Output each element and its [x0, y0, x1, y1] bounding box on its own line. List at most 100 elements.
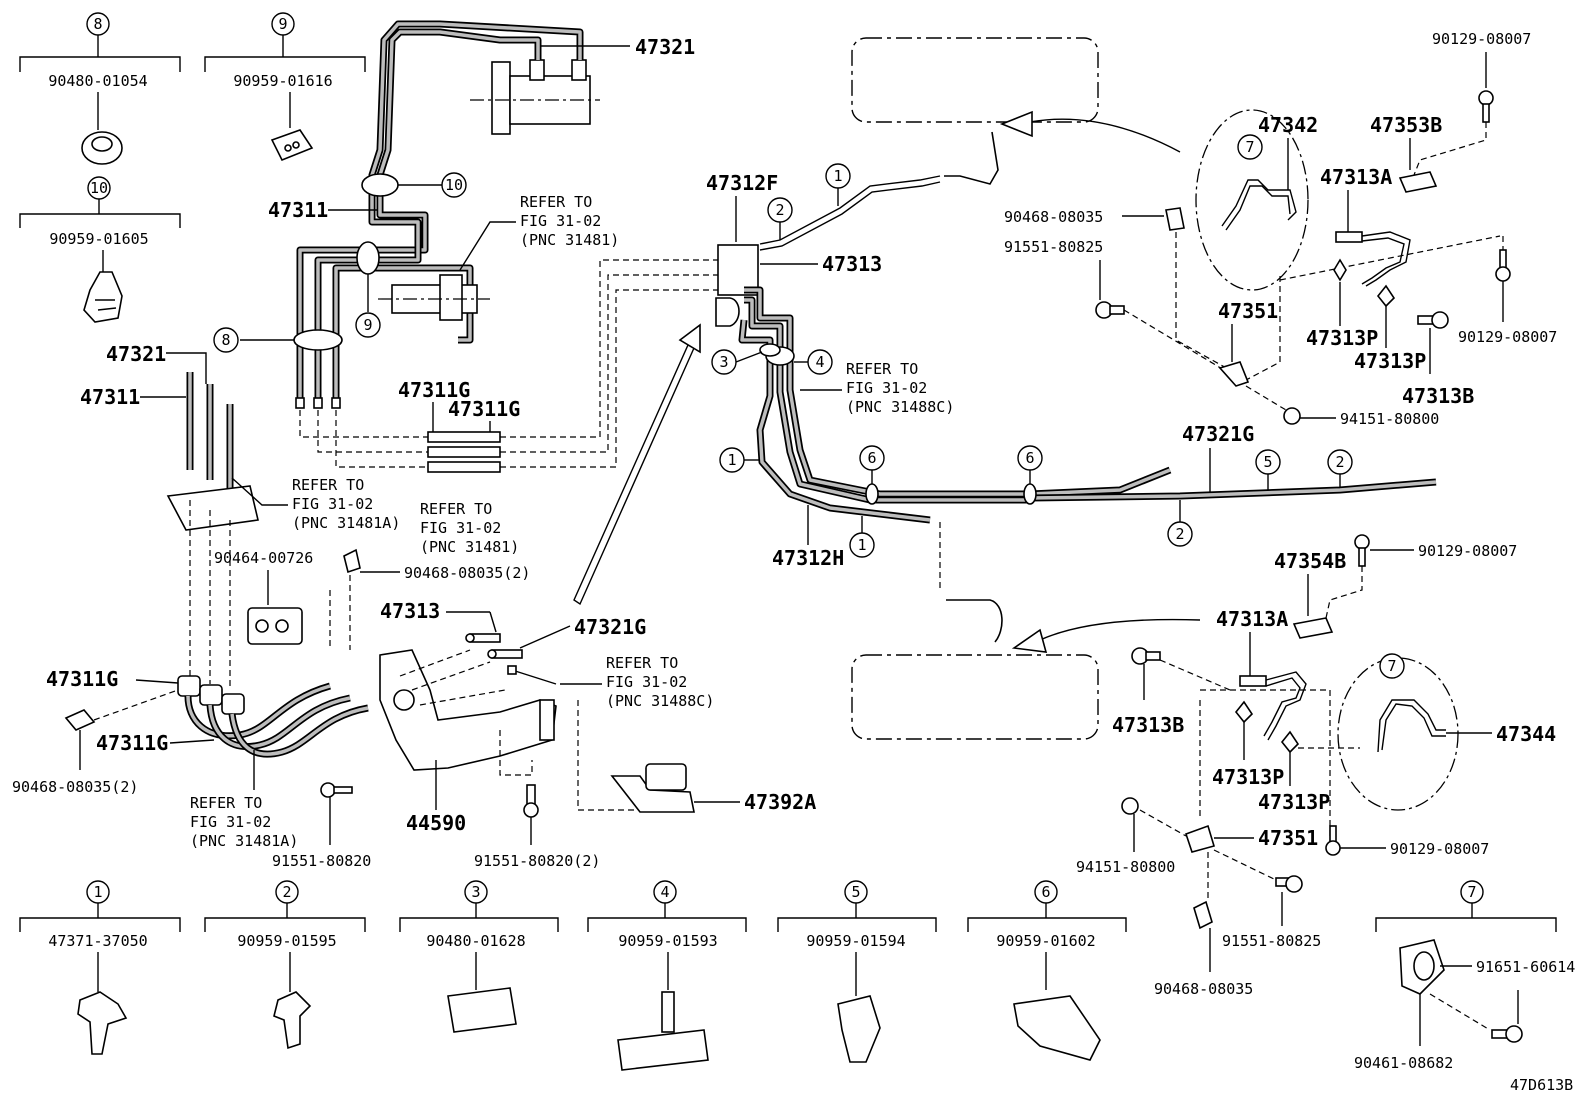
label-91551-right-1: 91551-80825 [1004, 238, 1103, 256]
label-47311-top: 47311 [268, 198, 328, 222]
refer-3: REFER TO FIG 31-02 (PNC 31481) [420, 500, 519, 556]
label-47311-left: 47311 [80, 385, 140, 409]
callout-2b: 2 [1335, 453, 1344, 471]
refer-6: REFER TO FIG 31-02 (PNC 31481A) [190, 750, 298, 850]
bracket-44590 [379, 649, 557, 771]
label-90464: 90464-00726 [214, 549, 313, 567]
clip-8-on-pipe [293, 329, 343, 351]
refer-4-line1: REFER TO [292, 476, 364, 494]
clip-box-3-num: 3 [471, 883, 480, 901]
label-47311G-d: 47311G [96, 731, 168, 755]
clip-box-4-part: 90959-01593 [618, 932, 717, 950]
clip-3-shape [447, 987, 517, 1033]
clip-90464-shape [247, 607, 303, 645]
clip-90468-left [64, 709, 96, 731]
pipe-47313A-top [1335, 231, 1411, 287]
refer-6-line2: FIG 31-02 [190, 813, 271, 831]
clip-47313P-3 [1234, 700, 1254, 724]
clip-8-shape [81, 131, 123, 165]
label-44590: 44590 [406, 811, 466, 835]
bracket-47353B [1398, 171, 1438, 193]
clip-box-9: 9 90959-01616 [204, 12, 366, 162]
clip-box-6-part: 90959-01602 [996, 932, 1095, 950]
clip-box-5-part: 90959-01594 [806, 932, 905, 950]
callout-9: 9 [363, 316, 372, 334]
bolt-90129-1 [1478, 90, 1494, 123]
label-94151-bottom: 94151-80800 [1076, 858, 1175, 876]
small-pipe-47321G [487, 649, 523, 659]
label-47392A: 47392A [744, 790, 816, 814]
bolt-90129-3 [1354, 534, 1370, 567]
callout-1c: 1 [857, 536, 866, 554]
label-47311G-c: 47311G [46, 667, 118, 691]
clip-box-1: 1 47371-37050 [19, 880, 181, 1055]
clip-box-1-num: 1 [93, 883, 102, 901]
label-47313B-top: 47313B [1402, 384, 1474, 408]
refer-4-line2: FIG 31-02 [292, 495, 373, 513]
clip-box-9-part: 90959-01616 [233, 72, 332, 90]
hose-47344 [1377, 699, 1446, 753]
unions-47311G [427, 431, 501, 473]
label-47313-mid: 47313 [380, 599, 440, 623]
clip-box-8-part: 90480-01054 [48, 72, 147, 90]
nut-94151-bottom [1121, 797, 1139, 815]
pipe-47321-top [296, 20, 584, 400]
label-47321G-mid: 47321G [574, 615, 646, 639]
refer-2-line1: REFER TO [846, 360, 918, 378]
clip-box-3: 3 90480-01628 [399, 880, 559, 1033]
refer-3-line2: FIG 31-02 [420, 519, 501, 537]
clip-1-shape [77, 991, 128, 1055]
label-47321G-right: 47321G [1182, 422, 1254, 446]
clip-box-8-num: 8 [93, 15, 102, 33]
master-cylinder [470, 59, 600, 135]
short-pipes-left [186, 372, 234, 492]
label-90129-1: 90129-08007 [1432, 30, 1531, 48]
diagram-code: 47D613B [1510, 1076, 1573, 1094]
clip-box-2-num: 2 [282, 883, 291, 901]
label-91551-a: 91551-80820 [272, 852, 371, 870]
refer-1: REFER TO FIG 31-02 (PNC 31481) [459, 193, 619, 271]
clip-box-5: 5 90959-01594 [777, 880, 937, 1063]
clip-47313P-1 [1333, 258, 1347, 282]
pipe-ends-left [295, 397, 341, 409]
label-90468-right: 90468-08035 [1004, 208, 1103, 226]
bracket-small [166, 485, 259, 531]
label-47313P-2: 47313P [1354, 349, 1426, 373]
clip-47313P-2 [1376, 284, 1396, 308]
callout-8: 8 [221, 331, 230, 349]
clip-box-1-part: 47371-37050 [48, 932, 147, 950]
junction-block [715, 244, 759, 327]
clip-box-10-part: 90959-01605 [49, 230, 148, 248]
label-47342: 47342 [1258, 113, 1318, 137]
label-47312F: 47312F [706, 171, 778, 195]
callout-2a: 2 [775, 201, 784, 219]
label-90468-a: 90468-08035(2) [404, 564, 530, 582]
clip-90468-mid [343, 548, 361, 574]
label-47311G-a: 47311G [398, 378, 470, 402]
refer-4-line3: (PNC 31481A) [292, 514, 400, 532]
clip-box-10: 10 90959-01605 [19, 176, 181, 323]
pipe-to-hose-top [759, 175, 941, 251]
callout-1b: 1 [727, 451, 736, 469]
flow-arrow-up [573, 323, 701, 606]
refer-4: REFER TO FIG 31-02 (PNC 31481A) [231, 476, 400, 532]
label-47311G-b: 47311G [448, 397, 520, 421]
refer-6-line1: REFER TO [190, 794, 262, 812]
hose-top [944, 131, 999, 185]
callout-6b: 6 [1025, 449, 1034, 467]
refer-5-line2: FIG 31-02 [606, 673, 687, 691]
label-47353B: 47353B [1370, 113, 1442, 137]
clip-9-shape [270, 129, 314, 162]
bolt-91551-a [320, 782, 353, 798]
small-pipe-ref [507, 665, 557, 685]
group-47342-outline [1195, 109, 1309, 291]
clip-4-shape [617, 1029, 709, 1071]
callout-7b: 7 [1387, 657, 1396, 675]
clip-6b-on-pipe [1023, 483, 1037, 505]
label-90129-4: 90129-08007 [1390, 840, 1489, 858]
refer-5: REFER TO FIG 31-02 (PNC 31488C) [560, 654, 714, 710]
clip-box-4: 4 90959-01593 [587, 880, 747, 1071]
label-47351-bottom: 47351 [1258, 826, 1318, 850]
group-47344-outline [1337, 657, 1459, 811]
